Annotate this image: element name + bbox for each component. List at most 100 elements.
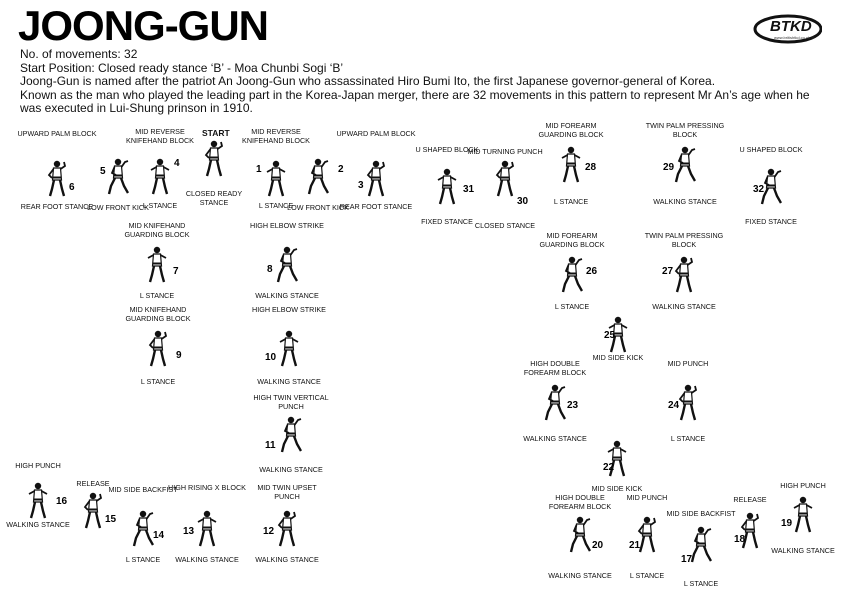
move-15-technique-label: RELEASE xyxy=(53,480,133,489)
move-23-figure-icon xyxy=(544,384,566,422)
move-22-number: 22 xyxy=(603,462,614,473)
move-28-stance-label: L STANCE xyxy=(531,198,611,207)
move-11-number: 11 xyxy=(265,440,276,451)
move-24-figure-icon xyxy=(677,384,699,422)
move-10-stance-label: WALKING STANCE xyxy=(249,378,329,387)
move-19-technique-label: HIGH PUNCH xyxy=(763,482,842,491)
move-24-stance-label: L STANCE xyxy=(648,435,728,444)
move-19-figure-icon xyxy=(792,496,814,534)
move-19-number: 19 xyxy=(781,518,792,529)
move-32-stance-label: FIXED STANCE xyxy=(731,218,811,227)
move-7-stance-label: L STANCE xyxy=(117,292,197,301)
move-5-figure-icon xyxy=(107,158,129,196)
move-16-number: 16 xyxy=(56,496,67,507)
start-label: START xyxy=(202,128,230,138)
move-1-number: 1 xyxy=(256,164,262,175)
move-23-stance-label: WALKING STANCE xyxy=(515,435,595,444)
move-11-stance-label: WALKING STANCE xyxy=(251,466,331,475)
move-28-figure-icon xyxy=(560,146,582,184)
move-6-figure-icon xyxy=(46,160,68,198)
move-29-technique-label: TWIN PALM PRESSING BLOCK xyxy=(645,122,725,139)
start-figure-icon xyxy=(203,140,225,178)
move-6-technique-label: UPWARD PALM BLOCK xyxy=(17,130,97,139)
move-8-figure-icon xyxy=(276,246,298,284)
move-9-figure-icon xyxy=(147,330,169,368)
move-11-technique-label: HIGH TWIN VERTICAL PUNCH xyxy=(251,394,331,411)
move-4-technique-label: MID REVERSE KNIFEHAND BLOCK xyxy=(120,128,200,145)
move-8-number: 8 xyxy=(267,264,273,275)
start-position: Start Position: Closed ready stance ‘B’ … xyxy=(20,62,820,76)
move-21-technique-label: MID PUNCH xyxy=(607,494,687,503)
move-26-figure-icon xyxy=(561,256,583,294)
move-15-figure-icon xyxy=(82,492,104,530)
move-29-stance-label: WALKING STANCE xyxy=(645,198,725,207)
move-29-number: 29 xyxy=(663,162,674,173)
move-2-number: 2 xyxy=(338,164,344,175)
move-2-figure-icon xyxy=(307,158,329,196)
move-23-number: 23 xyxy=(567,400,578,411)
move-27-stance-label: WALKING STANCE xyxy=(644,303,724,312)
move-18-technique-label: RELEASE xyxy=(710,496,790,505)
move-21-stance-label: L STANCE xyxy=(607,572,687,581)
move-4-figure-icon xyxy=(149,158,171,196)
move-12-technique-label: MID TWIN UPSET PUNCH xyxy=(247,484,327,501)
move-28-number: 28 xyxy=(585,162,596,173)
move-12-stance-label: WALKING STANCE xyxy=(247,556,327,565)
move-12-number: 12 xyxy=(263,526,274,537)
move-26-technique-label: MID FOREARM GUARDING BLOCK xyxy=(532,232,612,249)
move-13-figure-icon xyxy=(196,510,218,548)
move-15-number: 15 xyxy=(105,514,116,525)
move-28-technique-label: MID FOREARM GUARDING BLOCK xyxy=(531,122,611,139)
move-9-technique-label: MID KNIFEHAND GUARDING BLOCK xyxy=(118,306,198,323)
move-18-number: 18 xyxy=(734,534,745,545)
move-1-figure-icon xyxy=(265,160,287,198)
move-13-number: 13 xyxy=(183,526,194,537)
move-3-technique-label: UPWARD PALM BLOCK xyxy=(336,130,416,139)
move-14-figure-icon xyxy=(132,510,154,548)
move-3-stance-label: REAR FOOT STANCE xyxy=(336,203,416,212)
move-16-figure-icon xyxy=(27,482,49,520)
move-16-stance-label: WALKING STANCE xyxy=(0,521,78,530)
move-7-technique-label: MID KNIFEHAND GUARDING BLOCK xyxy=(117,222,197,239)
pattern-info: No. of movements: 32 Start Position: Clo… xyxy=(20,48,820,116)
movement-count: No. of movements: 32 xyxy=(20,48,820,62)
move-7-number: 7 xyxy=(173,266,179,277)
move-3-figure-icon xyxy=(365,160,387,198)
move-9-number: 9 xyxy=(176,350,182,361)
move-10-figure-icon xyxy=(278,330,300,368)
move-27-number: 27 xyxy=(662,266,673,277)
logo-text: BTKD xyxy=(770,18,812,35)
btkd-logo: BTKD www.britishtkd.co.uk ® xyxy=(752,12,822,46)
move-25-stance-label: MID SIDE KICK xyxy=(578,354,658,363)
pattern-history: Known as the man who played the leading … xyxy=(20,89,820,116)
move-20-figure-icon xyxy=(569,516,591,554)
move-8-technique-label: HIGH ELBOW STRIKE xyxy=(247,222,327,231)
move-31-technique-label: U SHAPED BLOCK xyxy=(407,146,487,155)
move-17-stance-label: L STANCE xyxy=(661,580,741,589)
move-22-stance-label: MID SIDE KICK xyxy=(577,485,657,494)
move-6-stance-label: REAR FOOT STANCE xyxy=(17,203,97,212)
move-25-number: 25 xyxy=(604,330,615,341)
logo-url: www.britishtkd.co.uk ® xyxy=(774,35,814,40)
move-9-stance-label: L STANCE xyxy=(118,378,198,387)
move-26-number: 26 xyxy=(586,266,597,277)
move-11-figure-icon xyxy=(280,416,302,454)
move-10-number: 10 xyxy=(265,352,276,363)
move-24-number: 24 xyxy=(668,400,679,411)
move-27-figure-icon xyxy=(673,256,695,294)
page-title: JOONG-GUN xyxy=(18,4,268,48)
move-24-technique-label: MID PUNCH xyxy=(648,360,728,369)
move-27-technique-label: TWIN PALM PRESSING BLOCK xyxy=(644,232,724,249)
move-30-figure-icon xyxy=(494,160,516,198)
move-23-technique-label: HIGH DOUBLE FOREARM BLOCK xyxy=(515,360,595,377)
move-31-figure-icon xyxy=(436,168,458,206)
move-17-figure-icon xyxy=(690,526,712,564)
move-31-stance-label: FIXED STANCE xyxy=(407,218,487,227)
move-3-number: 3 xyxy=(358,180,364,191)
pattern-description: Joong-Gun is named after the patriot An … xyxy=(20,75,820,89)
move-14-stance-label: L STANCE xyxy=(103,556,183,565)
move-32-technique-label: U SHAPED BLOCK xyxy=(731,146,811,155)
move-6-number: 6 xyxy=(69,182,75,193)
move-10-technique-label: HIGH ELBOW STRIKE xyxy=(249,306,329,315)
move-16-technique-label: HIGH PUNCH xyxy=(0,462,78,471)
